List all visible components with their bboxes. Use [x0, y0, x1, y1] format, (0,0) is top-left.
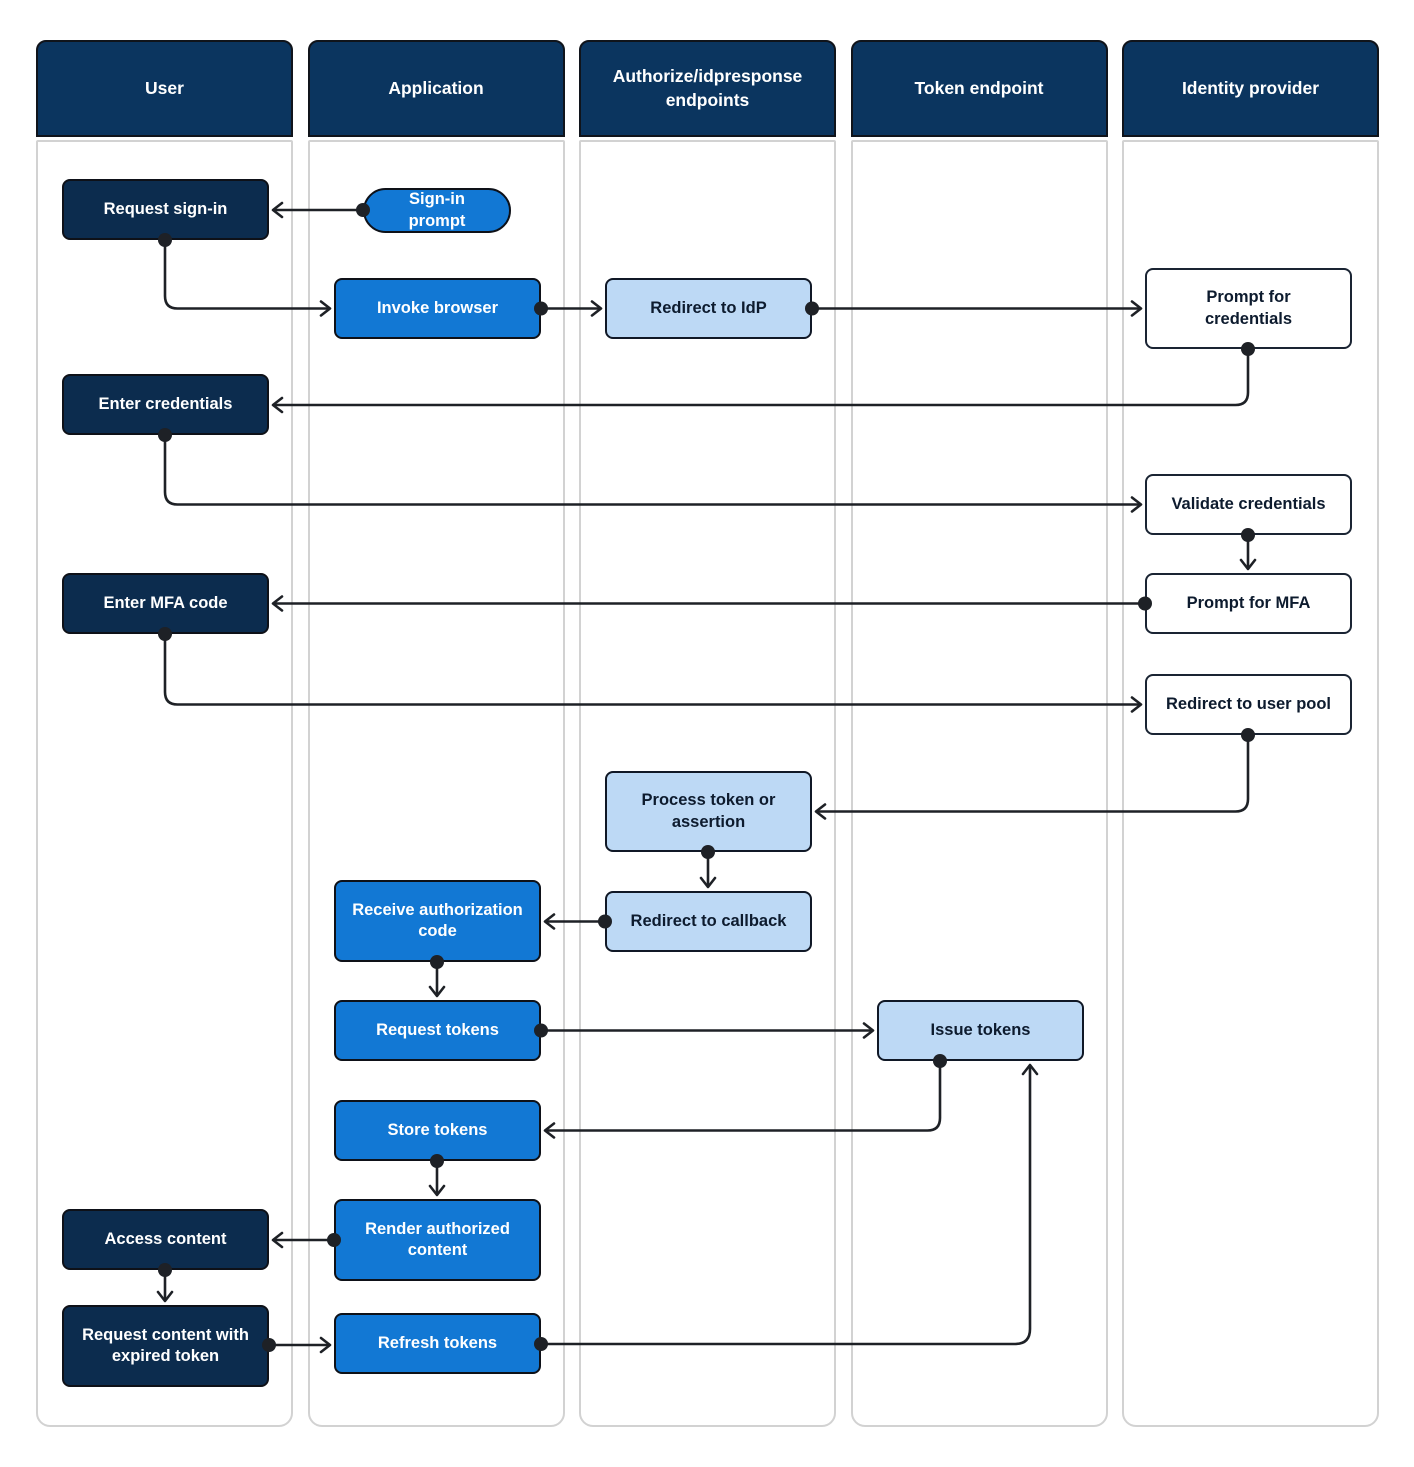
lane-title: Authorize/idpresponse endpoints — [612, 65, 803, 110]
node-request-sign-in: Request sign-in — [62, 179, 269, 240]
lane-title: User — [145, 77, 184, 98]
node-label: Issue tokens — [930, 1020, 1031, 1039]
lane-token-endpoint: Token endpoint — [850, 40, 1108, 1427]
node-access-content: Access content — [62, 1209, 269, 1270]
node-invoke-browser: Invoke browser — [334, 278, 541, 339]
node-label: Enter credentials — [98, 394, 233, 413]
node-label: Enter MFA code — [103, 593, 228, 612]
node-request-content-expired-token: Request content with expired token — [62, 1305, 269, 1387]
node-label: Store tokens — [387, 1120, 488, 1139]
node-request-tokens: Request tokens — [334, 1000, 541, 1061]
node-redirect-to-callback: Redirect to callback — [605, 891, 812, 952]
node-receive-authorization-code: Receive authorization code — [334, 880, 541, 962]
node-label: Process token or assertion — [641, 791, 776, 831]
lane-header-token-endpoint: Token endpoint — [850, 40, 1108, 137]
node-label: Request sign-in — [103, 199, 228, 218]
node-sign-in-prompt: Sign-in prompt — [363, 188, 511, 233]
node-redirect-to-user-pool: Redirect to user pool — [1145, 674, 1352, 735]
node-process-token-or-assertion: Process token or assertion — [605, 771, 812, 852]
node-label: Receive authorization code — [352, 900, 523, 940]
node-label: Prompt for credentials — [1204, 288, 1293, 328]
node-prompt-for-mfa: Prompt for MFA — [1145, 573, 1352, 634]
lane-header-authorize-endpoints: Authorize/idpresponse endpoints — [579, 40, 836, 137]
lane-header-application: Application — [307, 40, 565, 137]
lane-title: Token endpoint — [914, 77, 1044, 98]
node-label: Redirect to IdP — [650, 298, 767, 317]
lane-authorize-endpoints: Authorize/idpresponse endpoints — [579, 40, 836, 1427]
lane-header-user: User — [36, 40, 293, 137]
node-label: Render authorized content — [365, 1219, 510, 1259]
node-label: Request content with expired token — [82, 1325, 249, 1365]
node-label: Redirect to callback — [630, 911, 787, 930]
node-refresh-tokens: Refresh tokens — [334, 1313, 541, 1374]
lane-title: Application — [388, 77, 484, 98]
node-label: Prompt for MFA — [1186, 593, 1311, 612]
lane-header-identity-provider: Identity provider — [1122, 40, 1379, 137]
node-redirect-to-idp: Redirect to IdP — [605, 278, 812, 339]
node-validate-credentials: Validate credentials — [1145, 474, 1352, 535]
node-label: Access content — [104, 1229, 227, 1248]
lane-title: Identity provider — [1181, 77, 1320, 98]
node-label: Invoke browser — [376, 298, 499, 317]
node-prompt-for-credentials: Prompt for credentials — [1145, 268, 1352, 349]
node-enter-mfa-code: Enter MFA code — [62, 573, 269, 634]
node-label: Validate credentials — [1171, 494, 1326, 513]
node-store-tokens: Store tokens — [334, 1100, 541, 1161]
lane-body-token-endpoint — [850, 140, 1108, 1427]
node-enter-credentials: Enter credentials — [62, 374, 269, 435]
node-label: Refresh tokens — [377, 1333, 498, 1352]
node-label: Sign-in prompt — [408, 190, 466, 230]
node-label: Redirect to user pool — [1165, 694, 1332, 713]
node-render-authorized-content: Render authorized content — [334, 1199, 541, 1281]
node-label: Request tokens — [376, 1020, 499, 1039]
node-issue-tokens: Issue tokens — [877, 1000, 1084, 1061]
